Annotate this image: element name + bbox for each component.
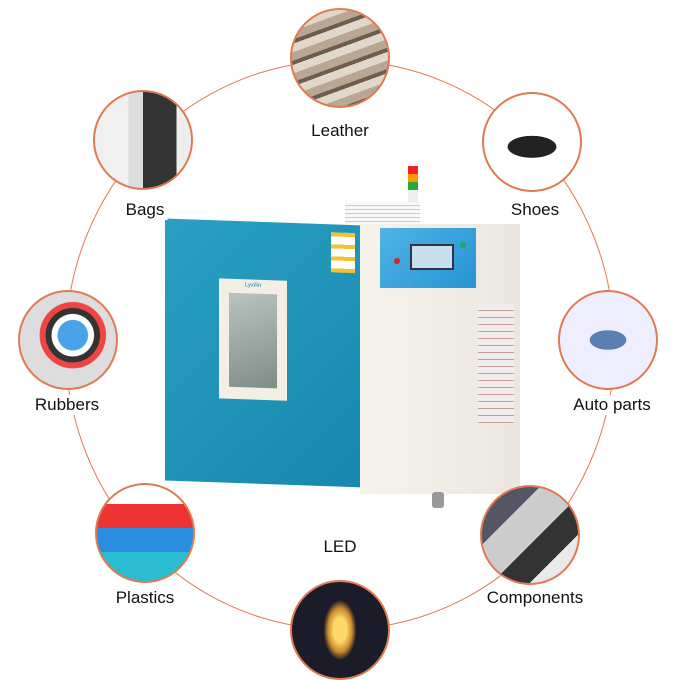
caster-wheel [432,492,444,508]
signal-tower [408,166,418,212]
plastic-goods-image [95,483,195,583]
label-components: Components [483,588,587,608]
leather-image [290,8,390,108]
vent-top [345,202,420,224]
warning-labels [331,232,355,274]
label-auto-parts: Auto parts [570,395,654,415]
side-vents [478,304,514,424]
label-bags: Bags [122,200,168,220]
test-chamber-machine: Lyxilin [160,160,530,520]
window-logo: Lyxilin [244,282,262,289]
sneaker-image [482,92,582,192]
chamber-door: Lyxilin [165,218,365,488]
rubber-parts-image [18,290,118,390]
luggage-image [93,90,193,190]
label-led: LED [320,537,360,557]
control-panel [380,228,476,288]
label-plastics: Plastics [112,588,178,608]
label-rubbers: Rubbers [31,395,103,415]
stop-button [394,258,400,264]
christmas-tree-lights-image [290,580,390,680]
label-leather: Leather [308,121,372,141]
control-cabinet [360,224,520,508]
touch-screen [410,244,454,270]
viewing-window: Lyxilin [219,278,287,401]
label-shoes: Shoes [507,200,563,220]
run-button [460,242,466,248]
electronic-components-image [480,485,580,585]
car-parts-image [558,290,658,390]
